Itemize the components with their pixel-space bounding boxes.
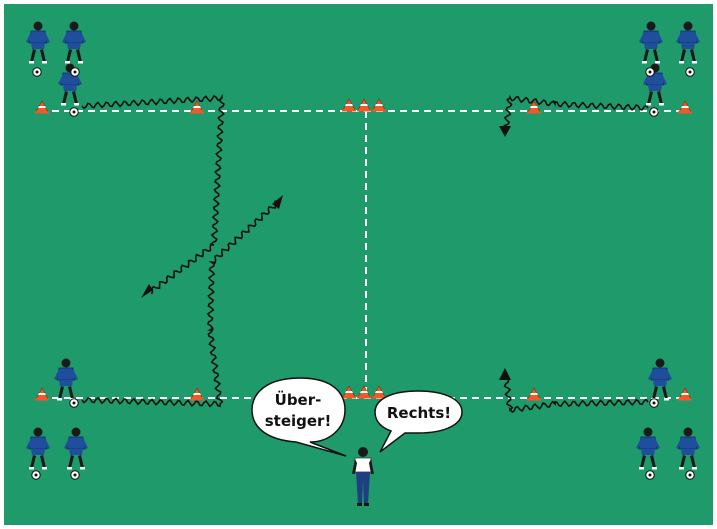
speech-left-line2: steiger!	[265, 412, 332, 430]
soccer-ball-icon	[650, 399, 658, 407]
soccer-ball-icon	[32, 471, 40, 479]
speech-right-text: Rechts!	[387, 404, 451, 422]
soccer-ball-icon	[71, 471, 79, 479]
pitch	[3, 3, 714, 526]
soccer-ball-icon	[71, 68, 79, 76]
soccer-ball-icon	[686, 68, 694, 76]
soccer-ball-icon	[686, 471, 694, 479]
soccer-ball-icon	[646, 471, 654, 479]
soccer-ball-icon	[646, 68, 654, 76]
soccer-ball-icon	[70, 108, 78, 116]
soccer-ball-icon	[70, 399, 78, 407]
soccer-ball-icon	[33, 68, 41, 76]
speech-left-line1: Über-	[275, 390, 322, 409]
soccer-ball-icon	[650, 108, 658, 116]
